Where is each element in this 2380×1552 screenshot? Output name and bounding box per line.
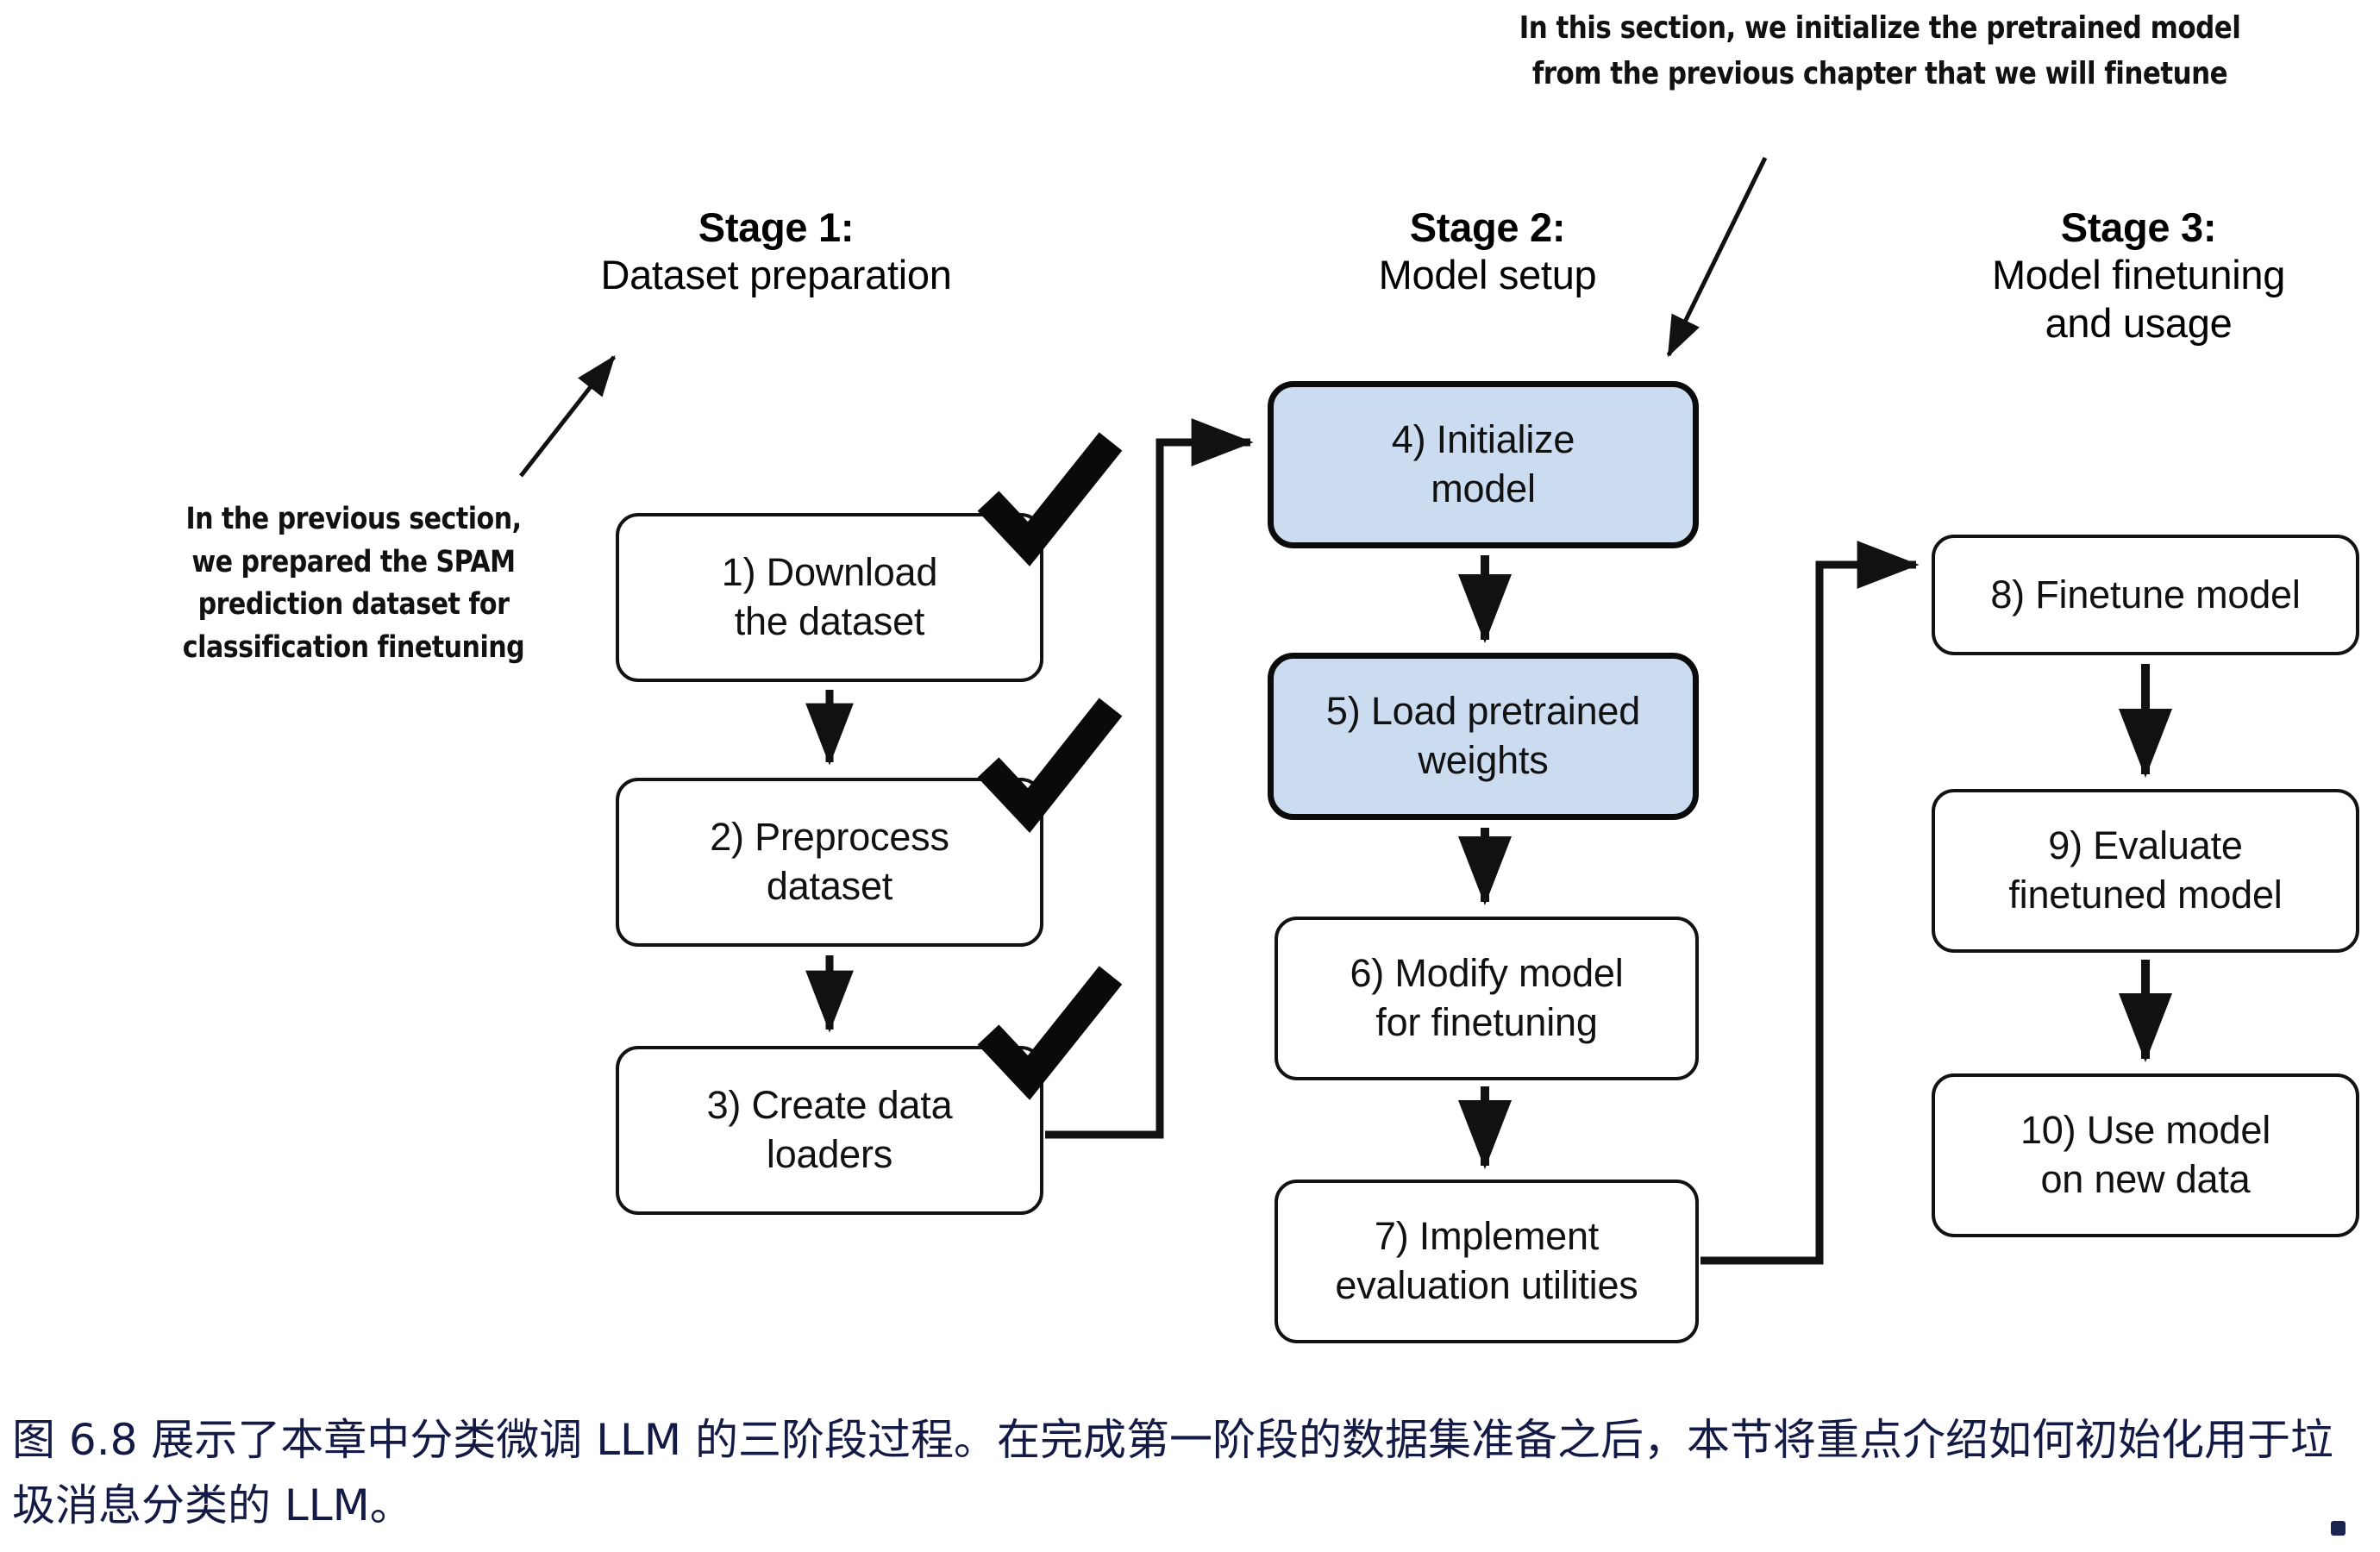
flow-box-label: 8) Finetune model xyxy=(1990,572,2301,616)
flow-box-load-pretrained-weights[interactable]: 5) Load pretrained weights xyxy=(1268,653,1699,820)
stage-2-title: Stage 2: xyxy=(1409,204,1566,250)
flow-box-label: 5) Load pretrained weights xyxy=(1325,689,1641,782)
flow-box-evaluate-finetuned-model[interactable]: 9) Evaluate finetuned model xyxy=(1932,789,2359,953)
connector-stage2-to-stage3 xyxy=(1700,541,1920,1265)
stage-3-title: Stage 3: xyxy=(2060,204,2217,250)
flow-box-label: 6) Modify model for finetuning xyxy=(1350,951,1624,1044)
stage-1-heading: Stage 1: Dataset preparation xyxy=(552,203,1000,299)
flow-box-modify-model[interactable]: 6) Modify model for finetuning xyxy=(1275,917,1699,1080)
flow-box-finetune-model[interactable]: 8) Finetune model xyxy=(1932,535,2359,655)
flow-box-label: 4) Initialize model xyxy=(1391,417,1575,510)
flow-box-label: 1) Download the dataset xyxy=(721,550,938,643)
flow-box-label: 2) Preprocess dataset xyxy=(710,815,949,908)
flow-box-preprocess-dataset[interactable]: 2) Preprocess dataset xyxy=(616,778,1043,947)
stage-3-subtitle: Model finetuning xyxy=(1991,252,2286,298)
stage-1-subtitle: Dataset preparation xyxy=(600,252,952,298)
flow-box-label: 10) Use model on new data xyxy=(2020,1108,2271,1201)
annotation-text: In the previous section, we prepared the… xyxy=(182,502,525,666)
stage-2-heading: Stage 2: Model setup xyxy=(1263,203,1712,299)
flow-box-download-dataset[interactable]: 1) Download the dataset xyxy=(616,513,1043,682)
cursor-marker xyxy=(2331,1521,2346,1536)
flow-box-label: 3) Create data loaders xyxy=(706,1083,953,1176)
annotation-arrow-left xyxy=(519,355,616,478)
annotation-text: In this section, we initialize the pretr… xyxy=(1519,10,2241,92)
stage-2-subtitle: Model setup xyxy=(1378,252,1597,298)
flow-box-label: 7) Implement evaluation utilities xyxy=(1335,1214,1638,1307)
connector-stage1-to-stage2 xyxy=(1045,418,1254,1139)
flow-box-create-data-loaders[interactable]: 3) Create data loaders xyxy=(616,1046,1043,1215)
flow-box-label: 9) Evaluate finetuned model xyxy=(2008,823,2283,917)
annotation-this-section: In this section, we initialize the pretr… xyxy=(1464,5,2295,97)
flow-box-use-model-on-new-data[interactable]: 10) Use model on new data xyxy=(1932,1073,2359,1237)
stage-1-title: Stage 1: xyxy=(698,204,855,250)
figure-caption: 图 6.8 展示了本章中分类微调 LLM 的三阶段过程。在完成第一阶段的数据集准… xyxy=(12,1415,2333,1530)
stage-3-subtitle-2: and usage xyxy=(2045,299,2233,346)
stage-3-heading: Stage 3: Model finetuning and usage xyxy=(1897,203,2380,347)
flow-box-initialize-model[interactable]: 4) Initialize model xyxy=(1268,381,1699,548)
annotation-previous-section: In the previous section, we prepared the… xyxy=(139,498,569,670)
flow-box-implement-evaluation-utilities[interactable]: 7) Implement evaluation utilities xyxy=(1275,1180,1699,1343)
